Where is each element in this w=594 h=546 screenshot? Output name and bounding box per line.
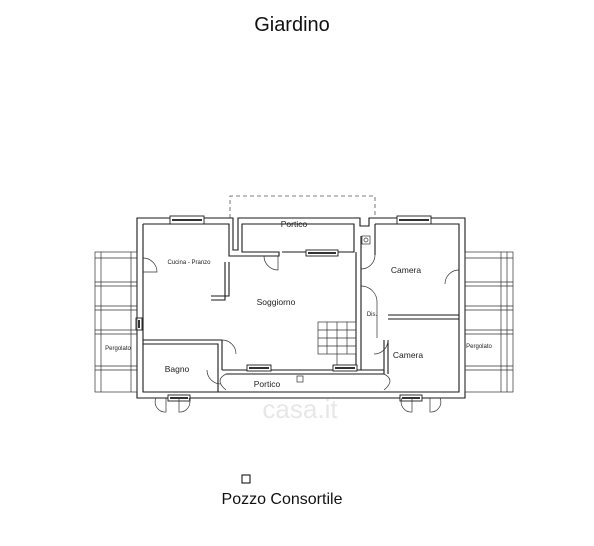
pergola-left-label: Pergolato	[105, 346, 131, 352]
staircase	[317, 321, 357, 366]
garden-title: Giardino	[254, 14, 330, 36]
portico-top-outline	[229, 195, 376, 218]
well-marker-icon	[241, 474, 251, 484]
camera-top-label: Camera	[391, 265, 422, 275]
cucina-label: Cucina - Pranzo	[167, 260, 211, 266]
bagno-label: Bagno	[165, 364, 190, 374]
chimney-icon	[361, 235, 371, 245]
well-title: Pozzo Consortile	[222, 491, 343, 508]
fixture-icon	[296, 375, 304, 383]
watermark: casa.it	[262, 394, 338, 424]
interior-walls	[143, 224, 459, 392]
camera-bottom-label: Camera	[393, 350, 424, 360]
portico-top-label: Portico	[281, 219, 308, 229]
door-swings	[142, 254, 460, 413]
portico-bottom-label: Portico	[254, 379, 281, 389]
pergola-right-label: Pergolato	[466, 344, 492, 350]
pergola-left	[94, 251, 138, 393]
soggiorno-label: Soggiorno	[257, 297, 296, 307]
pergola-right	[464, 251, 514, 393]
dis-label: Dis.	[367, 312, 378, 318]
